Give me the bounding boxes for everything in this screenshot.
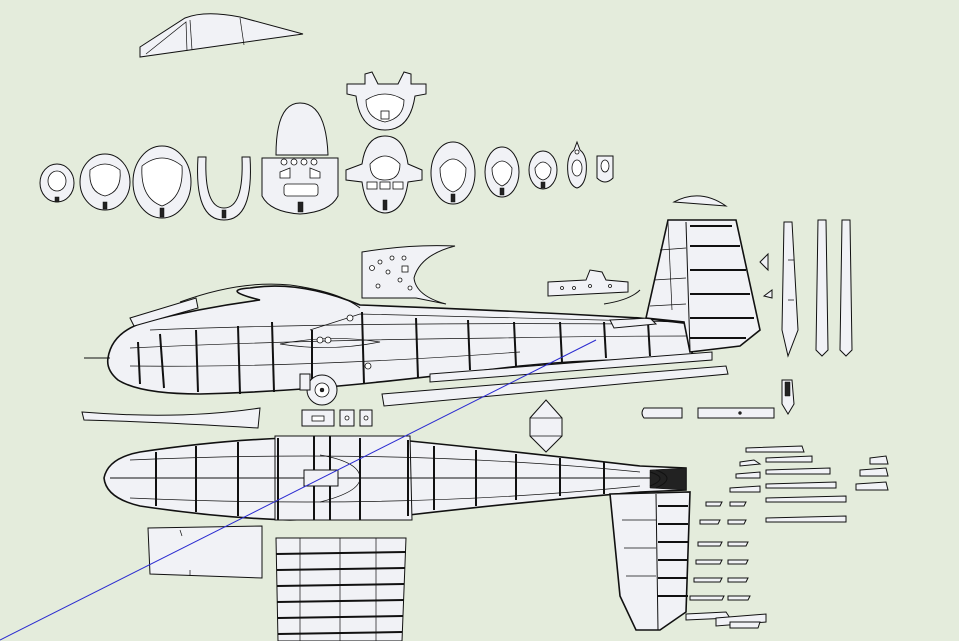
small-parts-grid: [685, 445, 889, 629]
canopy-part: [139, 13, 304, 58]
former-8: [484, 146, 520, 198]
cockpit-floor-part: [547, 269, 641, 305]
former-6: [345, 135, 423, 214]
top-bulkhead-former: [346, 71, 427, 131]
horizontal-stabilizer: [609, 491, 691, 631]
rod-parts: [641, 407, 775, 419]
side-doubler-part: [361, 245, 456, 305]
fuselage-top-view: [103, 435, 687, 521]
former-4: [197, 156, 251, 221]
vertical-fin: [645, 195, 761, 353]
fuselage-side-view: [84, 283, 702, 395]
former-2: [79, 153, 131, 211]
wing-panel-left: [147, 525, 263, 579]
wing-rib-panel: [275, 537, 407, 641]
former-7: [430, 141, 476, 205]
former-9: [528, 150, 558, 190]
former-1: [39, 163, 75, 203]
gusset-parts: [759, 252, 773, 299]
small-fittings: [301, 409, 373, 427]
formers-row: [39, 102, 614, 221]
strip-parts: [81, 351, 729, 429]
former-5: [261, 102, 339, 215]
former-3: [132, 145, 192, 219]
wheel-part: [299, 373, 338, 406]
guide-line: [0, 339, 597, 641]
diamond-part: [529, 399, 563, 453]
former-11: [596, 155, 614, 183]
former-10: [567, 140, 587, 189]
spar-strips: [781, 219, 853, 415]
